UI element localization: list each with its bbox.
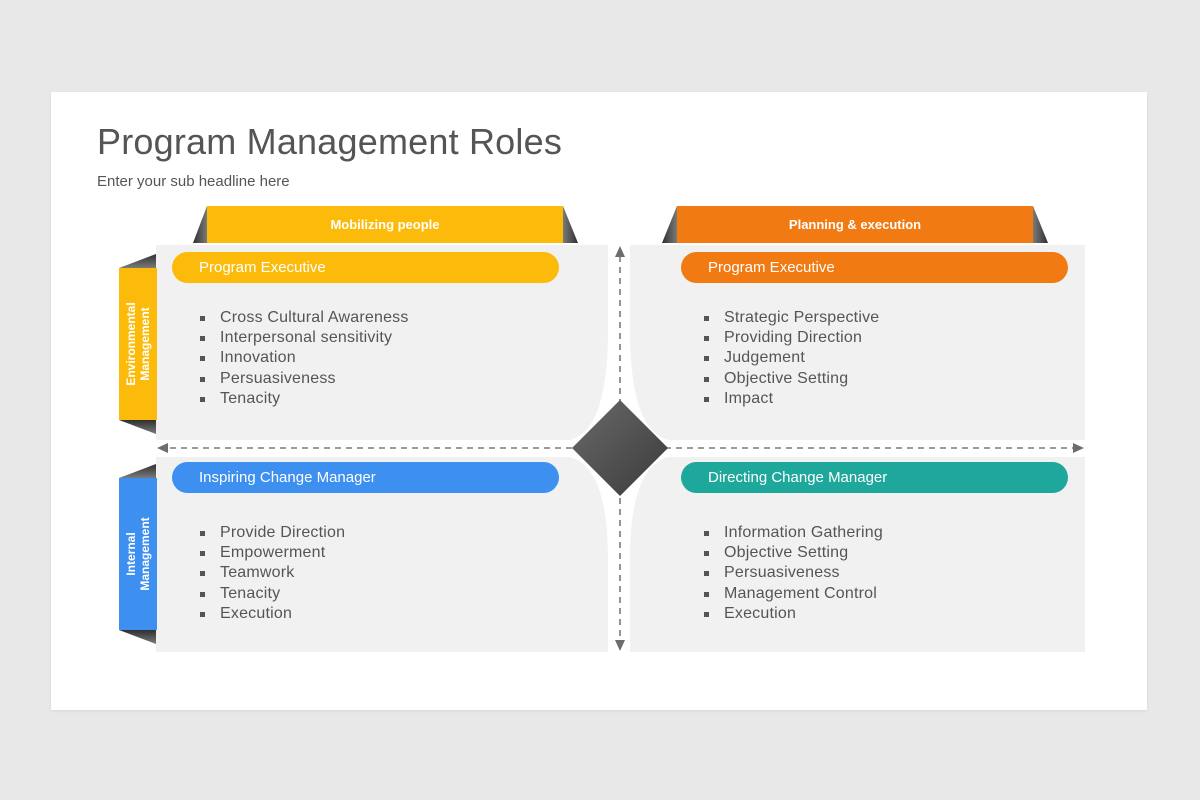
quadrant-list-top-left: Cross Cultural Awareness Interpersonal s… bbox=[198, 308, 409, 409]
list-item: Persuasiveness bbox=[198, 369, 409, 389]
list-item: Information Gathering bbox=[702, 523, 883, 543]
top-tab-right-fold-shadow bbox=[662, 206, 677, 243]
page-subtitle: Enter your sub headline here bbox=[97, 173, 290, 190]
list-item: Persuasiveness bbox=[702, 563, 883, 583]
list-item: Execution bbox=[198, 604, 345, 624]
axis-arrow-right bbox=[1073, 443, 1084, 453]
list-item: Objective Setting bbox=[702, 543, 883, 563]
center-diamond bbox=[572, 400, 668, 496]
side-tab-internal-line2: Management bbox=[138, 517, 152, 591]
list-item: Provide Direction bbox=[198, 523, 345, 543]
quadrant-panel-bottom-left bbox=[156, 457, 608, 652]
list-item: Tenacity bbox=[198, 584, 345, 604]
list-item: Management Control bbox=[702, 584, 883, 604]
side-tab-top-fold-shadow-bottom bbox=[119, 420, 156, 434]
list-item: Execution bbox=[702, 604, 883, 624]
quadrant-list-top-right: Strategic Perspective Providing Directio… bbox=[702, 308, 879, 409]
list-item: Judgement bbox=[702, 348, 879, 368]
quadrant-list-bottom-left: Provide Direction Empowerment Teamwork T… bbox=[198, 523, 345, 624]
top-tab-left-fold-shadow-right bbox=[563, 206, 578, 243]
quadrant-heading-top-left: Program Executive bbox=[172, 252, 559, 283]
page-title: Program Management Roles bbox=[97, 121, 563, 162]
list-item: Empowerment bbox=[198, 543, 345, 563]
list-item: Impact bbox=[702, 389, 879, 409]
top-tab-planning-execution: Planning & execution bbox=[677, 206, 1033, 243]
top-tab-right-fold-shadow-right bbox=[1033, 206, 1048, 243]
axis-arrow-left bbox=[157, 443, 168, 453]
quadrant-panel-top-right bbox=[630, 245, 1085, 440]
quadrant-heading-top-right: Program Executive bbox=[681, 252, 1068, 283]
side-tab-internal-line1: Internal bbox=[124, 532, 138, 576]
list-item: Objective Setting bbox=[702, 369, 879, 389]
list-item: Strategic Perspective bbox=[702, 308, 879, 328]
list-item: Interpersonal sensitivity bbox=[198, 328, 409, 348]
side-tab-top-fold-shadow bbox=[119, 254, 156, 268]
quadrant-list-bottom-right: Information Gathering Objective Setting … bbox=[702, 523, 883, 624]
side-tab-environmental-line2: Management bbox=[138, 307, 152, 381]
top-tab-left-fold-shadow bbox=[193, 206, 207, 243]
list-item: Providing Direction bbox=[702, 328, 879, 348]
side-tab-environmental-line1: Environmental bbox=[124, 302, 138, 386]
side-tab-bottom-fold-shadow-bottom bbox=[119, 630, 156, 644]
quadrant-heading-bottom-right: Directing Change Manager bbox=[681, 462, 1068, 493]
quadrant-heading-bottom-left: Inspiring Change Manager bbox=[172, 462, 559, 493]
list-item: Cross Cultural Awareness bbox=[198, 308, 409, 328]
quadrant-panel-top-left bbox=[156, 245, 608, 440]
list-item: Teamwork bbox=[198, 563, 345, 583]
list-item: Tenacity bbox=[198, 389, 409, 409]
axis-arrow-bottom bbox=[615, 640, 625, 651]
list-item: Innovation bbox=[198, 348, 409, 368]
axis-arrow-top bbox=[615, 246, 625, 257]
quadrant-panel-bottom-right bbox=[630, 457, 1085, 652]
side-tab-bottom-fold-shadow bbox=[119, 464, 156, 478]
top-tab-mobilizing-people: Mobilizing people bbox=[207, 206, 563, 243]
